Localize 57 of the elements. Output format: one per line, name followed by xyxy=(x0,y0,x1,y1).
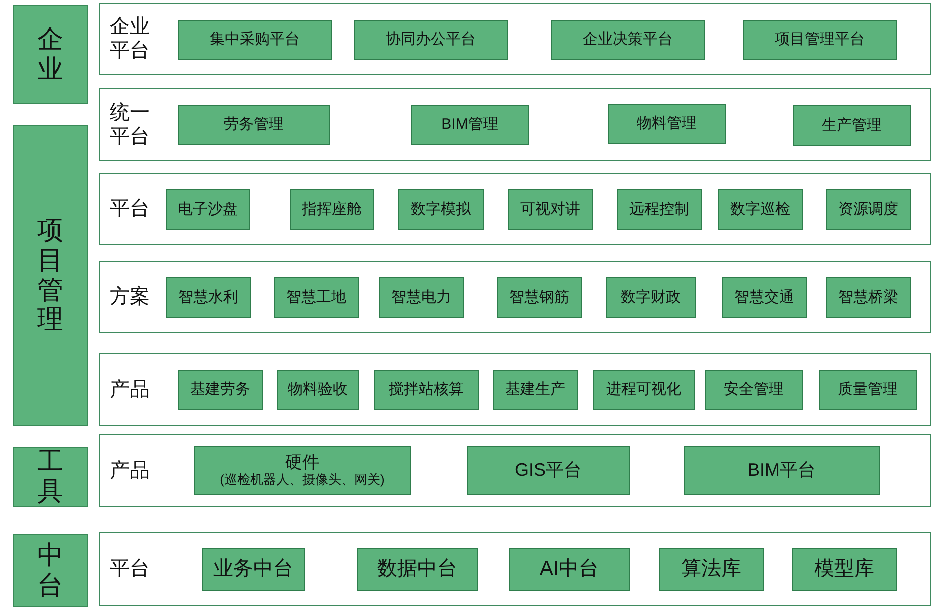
layer-label: 产品 xyxy=(110,458,151,482)
layer-panel xyxy=(99,261,931,333)
module-box: 进程可视化 xyxy=(593,370,695,410)
layer-label: 统一平台 xyxy=(110,100,151,148)
module-box: 基建劳务 xyxy=(178,370,263,410)
module-box: 生产管理 xyxy=(793,105,911,146)
module-box: 远程控制 xyxy=(617,189,702,230)
module-box: 智慧桥梁 xyxy=(826,277,911,318)
layer-label: 方案 xyxy=(110,285,151,309)
module-box: 协同办公平台 xyxy=(354,20,508,60)
module-box: 基建生产 xyxy=(493,370,578,410)
module-box: 智慧钢筋 xyxy=(497,277,582,318)
layer-label: 平台 xyxy=(110,197,151,221)
module-box: 指挥座舱 xyxy=(290,189,374,230)
layer-label: 平台 xyxy=(110,557,151,581)
module-box: 智慧电力 xyxy=(379,277,464,318)
module-box: 安全管理 xyxy=(705,370,803,410)
layer-label: 企业平台 xyxy=(110,15,151,63)
module-box: AI中台 xyxy=(509,548,630,591)
layer-panel xyxy=(99,434,931,507)
module-box: 智慧交通 xyxy=(722,277,807,318)
layer-panel xyxy=(99,88,931,161)
layer-panel xyxy=(99,3,931,75)
module-box: 模型库 xyxy=(792,548,897,591)
module-box: 可视对讲 xyxy=(508,189,593,230)
module-box: 项目管理平台 xyxy=(743,20,897,60)
category-band: 中台 xyxy=(13,534,88,607)
module-box: 数据中台 xyxy=(357,548,478,591)
category-band: 工具 xyxy=(13,447,88,507)
module-box: 物料验收 xyxy=(277,370,359,410)
module-box: 算法库 xyxy=(659,548,764,591)
module-box: GIS平台 xyxy=(467,446,630,495)
module-box: 数字巡检 xyxy=(718,189,803,230)
module-box: 智慧水利 xyxy=(166,277,251,318)
module-box xyxy=(194,446,411,495)
module-note: (巡检机器人、摄像头、网关) xyxy=(220,472,385,488)
module-box: 数字模拟 xyxy=(398,189,484,230)
module-box: BIM平台 xyxy=(684,446,880,495)
module-box: 电子沙盘 xyxy=(166,189,250,230)
module-box: 数字财政 xyxy=(606,277,696,318)
module-box: 搅拌站核算 xyxy=(374,370,479,410)
layer-panel xyxy=(99,173,931,245)
module-box: 集中采购平台 xyxy=(178,20,332,60)
module-box: 业务中台 xyxy=(202,548,305,591)
module-box: 企业决策平台 xyxy=(551,20,705,60)
category-band: 企业 xyxy=(13,5,88,104)
module-title: 硬件 xyxy=(286,453,320,473)
module-box: 质量管理 xyxy=(819,370,917,410)
layer-panel xyxy=(99,532,931,606)
module-box: 智慧工地 xyxy=(274,277,359,318)
layer-label: 产品 xyxy=(110,378,151,402)
category-band: 项目管理 xyxy=(13,125,88,426)
module-box: 资源调度 xyxy=(826,189,911,230)
module-box: 物料管理 xyxy=(608,104,726,144)
module-box: BIM管理 xyxy=(411,105,529,145)
layer-panel xyxy=(99,353,931,426)
module-box: 劳务管理 xyxy=(178,105,330,145)
